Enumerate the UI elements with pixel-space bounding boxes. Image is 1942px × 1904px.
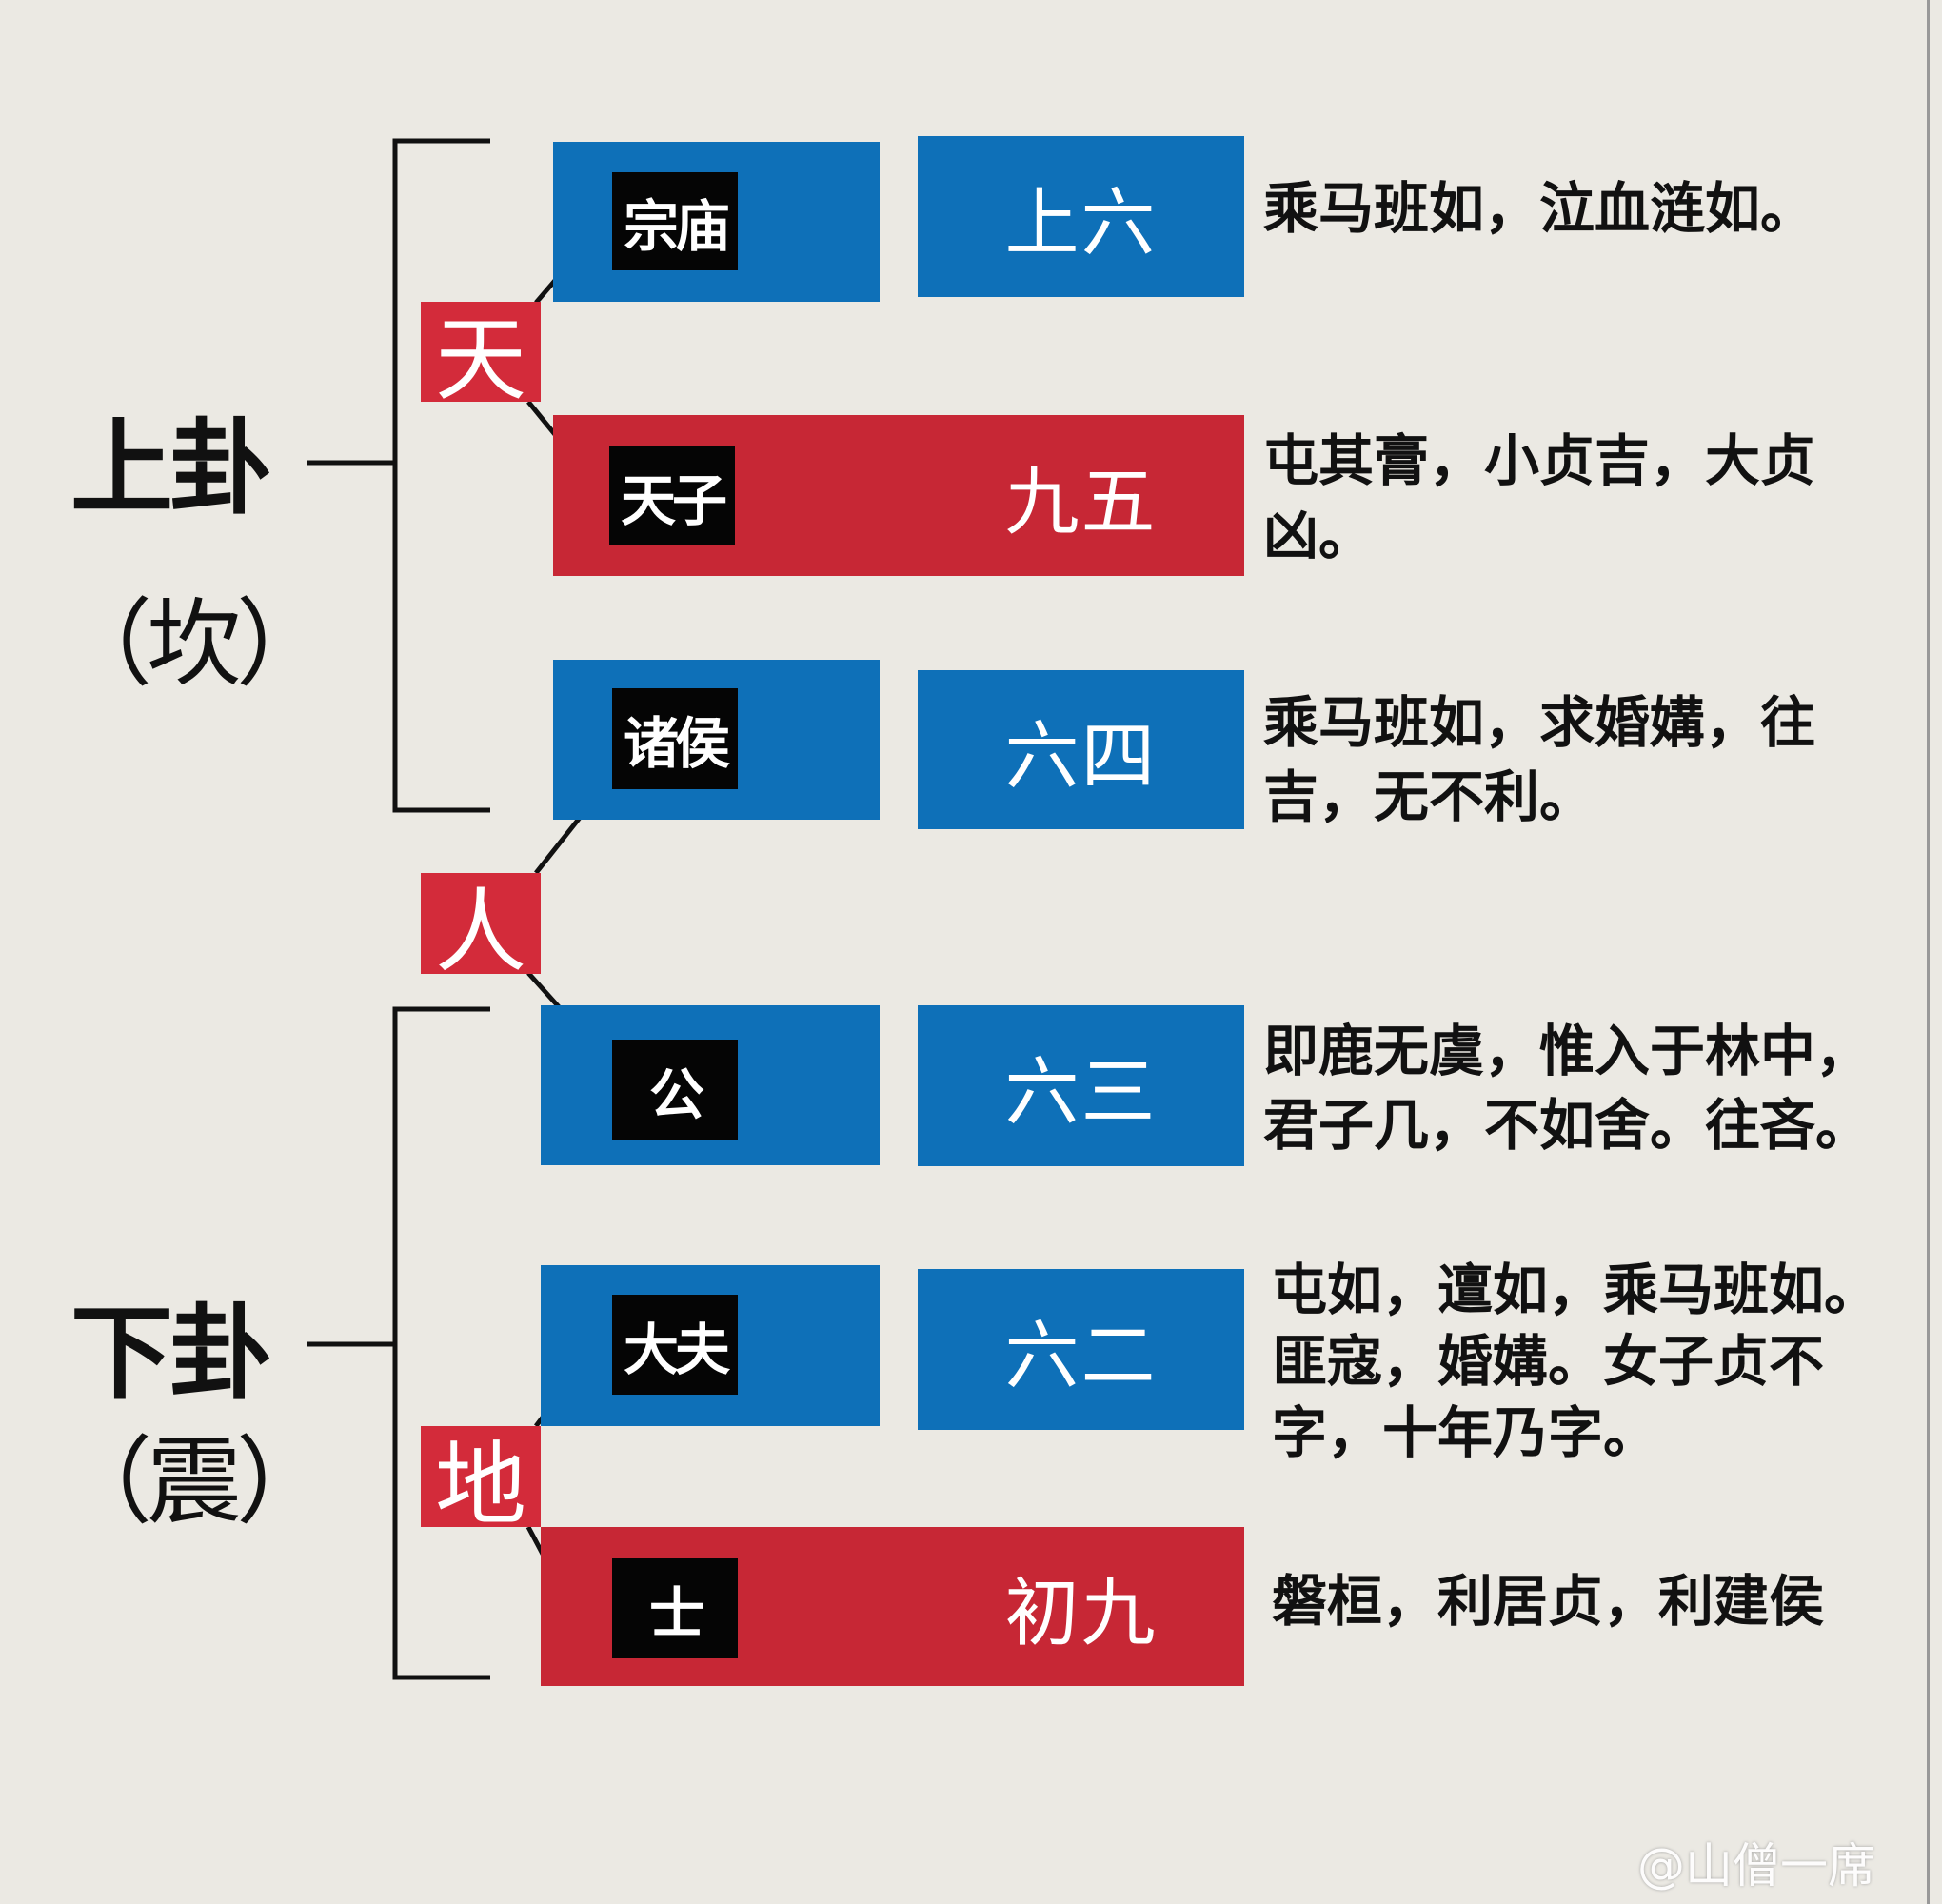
lower-bracket: [392, 1006, 490, 1680]
realm-human: 人: [421, 873, 541, 985]
position-box-6: 上六: [918, 136, 1244, 297]
realm-heaven: 天: [421, 302, 541, 413]
position-box-3: 六三: [918, 1005, 1244, 1166]
line-text-1: 磐桓，利居贞，利建侯: [1272, 1569, 1825, 1634]
rank-label-3: 公: [612, 1040, 738, 1140]
line-text-5: 屯其膏，小贞吉，大贞凶。: [1263, 428, 1816, 567]
rank-label-1: 士: [612, 1558, 738, 1658]
position-label-5: 九五: [1004, 459, 1158, 545]
upper-bracket: [392, 138, 490, 813]
position-label-1: 初九: [1004, 1570, 1158, 1656]
position-box-2: 六二: [918, 1269, 1244, 1430]
realm-earth: 地: [421, 1426, 541, 1538]
rank-label-6: 宗庙: [612, 172, 738, 270]
rank-label-2: 大夫: [612, 1295, 738, 1395]
position-box-4: 六四: [918, 670, 1244, 829]
upper-trigram-label: 上卦: [70, 409, 272, 528]
upper-trigram-name: （坎）: [57, 588, 331, 700]
lower-trigram-label: 下卦: [70, 1295, 272, 1414]
lower-trigram-name: （震）: [57, 1426, 331, 1537]
right-border: [1927, 0, 1930, 1904]
human-link-top: [534, 807, 588, 875]
line-text-2: 屯如，邅如，乘马班如。匪寇，婚媾。女子贞不字，十年乃字。: [1272, 1258, 1880, 1465]
line-text-3: 即鹿无虞，惟入于林中，君子几，不如舍。往吝。: [1263, 1019, 1872, 1158]
watermark: @山僧一席: [1637, 1838, 1875, 1894]
line-text-4: 乘马班如，求婚媾，往吉，无不利。: [1263, 690, 1816, 829]
line-text-6: 乘马班如，泣血涟如。: [1263, 176, 1816, 241]
rank-label-4: 诸侯: [612, 688, 738, 789]
rank-label-5: 天子: [609, 446, 735, 545]
